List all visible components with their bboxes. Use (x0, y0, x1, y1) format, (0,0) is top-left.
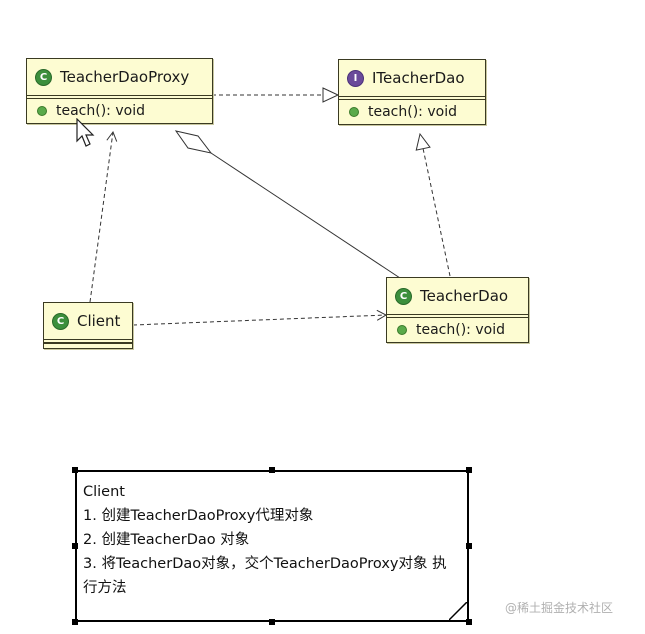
note-line: 3. 将TeacherDao对象，交个TeacherDaoProxy对象 执行方… (83, 556, 447, 596)
class-teacherdao[interactable]: C TeacherDao teach(): void (386, 277, 529, 343)
resize-handle[interactable] (466, 619, 472, 625)
class-name: TeacherDaoProxy (60, 68, 190, 86)
note-title: Client (83, 484, 125, 500)
attributes-section (44, 340, 132, 343)
class-header: C TeacherDaoProxy (27, 59, 212, 96)
realization-dao-to-iface (415, 132, 451, 277)
watermark: @稀土掘金技术社区 (505, 601, 614, 615)
operation-label: teach(): void (56, 103, 145, 119)
class-header: C TeacherDao (387, 278, 528, 315)
resize-handle[interactable] (72, 619, 78, 625)
interface-icon: I (347, 69, 364, 87)
attributes-section (27, 96, 212, 99)
operation-row[interactable]: teach(): void (339, 100, 485, 124)
interface-name: ITeacherDao (372, 69, 465, 87)
interface-header: I ITeacherDao (339, 60, 485, 97)
aggregation-diamond (174, 130, 213, 154)
class-name: Client (77, 312, 121, 330)
public-method-icon (349, 107, 359, 117)
class-icon: C (52, 312, 69, 330)
class-icon: C (35, 68, 52, 86)
aggregation-proxy-dao (210, 152, 401, 279)
mouse-pointer-icon (76, 118, 95, 147)
operations-section (44, 343, 132, 348)
operation-row[interactable]: teach(): void (27, 99, 212, 123)
interface-iteacherdao[interactable]: I ITeacherDao teach(): void (338, 59, 486, 125)
attributes-section (339, 97, 485, 100)
dependency-client-to-proxy (89, 130, 118, 303)
resize-handle[interactable] (466, 543, 472, 549)
public-method-icon (397, 325, 407, 335)
resize-handle[interactable] (269, 619, 275, 625)
note-box[interactable]: Client 1. 创建TeacherDaoProxy代理对象 2. 创建Tea… (75, 470, 469, 622)
resize-handle[interactable] (466, 467, 472, 473)
resize-handle[interactable] (269, 467, 275, 473)
operation-row[interactable]: teach(): void (387, 318, 528, 342)
operation-label: teach(): void (416, 322, 505, 338)
public-method-icon (37, 106, 47, 116)
class-header: C Client (44, 303, 132, 340)
operation-label: teach(): void (368, 104, 457, 120)
resize-handle[interactable] (72, 543, 78, 549)
dependency-client-to-dao (132, 309, 388, 326)
class-icon: C (395, 287, 412, 305)
class-name: TeacherDao (420, 287, 509, 305)
class-teacherdaoproxy[interactable]: C TeacherDaoProxy teach(): void (26, 58, 213, 124)
note-line: 1. 创建TeacherDaoProxy代理对象 (83, 508, 314, 524)
note-line: 2. 创建TeacherDao 对象 (83, 532, 250, 548)
note-fold-corner (449, 602, 468, 621)
class-client[interactable]: C Client (43, 302, 133, 349)
attributes-section (387, 315, 528, 318)
resize-handle[interactable] (72, 467, 78, 473)
